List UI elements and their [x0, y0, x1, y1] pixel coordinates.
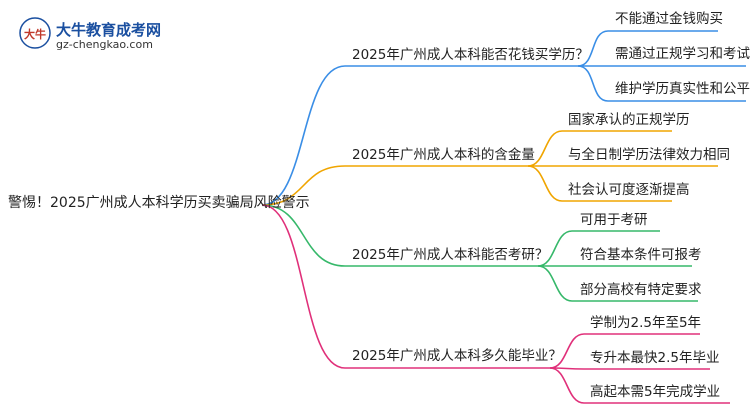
branch-2-leaf-1-connector — [527, 130, 672, 167]
branch-1-connector — [261, 65, 346, 206]
branch-4-leaf-1-connector — [549, 333, 700, 369]
branch-2-leaf-3-connector — [527, 165, 672, 202]
branch-3-topic: 2025年广州成人本科能否考研？ — [352, 247, 549, 263]
branch-4-leaf-3: 高起本需5年完成学业 — [590, 384, 721, 400]
branch-1-leaf-3: 维护学历真实性和公平性 — [615, 81, 750, 97]
branch-4-topic: 2025年广州成人本科多久能毕业？ — [352, 348, 562, 364]
logo-url: gz-chengkao.com — [56, 38, 153, 51]
branch-4-leaf-1: 学制为2.5年至5年 — [590, 315, 702, 331]
branch-3-leaf-3: 部分高校有特定要求 — [580, 282, 702, 298]
branch-2-leaf-1: 国家承认的正规学历 — [568, 112, 690, 128]
branch-1-leaf-1-connector — [577, 30, 718, 67]
branch-4-leaf-2-connector — [549, 367, 710, 370]
branch-3-leaf-1-connector — [537, 230, 660, 267]
branch-3-leaf-1: 可用于考研 — [580, 212, 648, 228]
branch-3-leaf-3-connector — [537, 265, 698, 302]
branch-2-connector — [261, 165, 346, 206]
branch-4-leaf-2: 专升本最快2.5年毕业 — [590, 350, 720, 366]
branch-3-leaf-2: 符合基本条件可报考 — [580, 247, 702, 263]
branch-1-topic: 2025年广州成人本科能否花钱买学历？ — [352, 47, 589, 63]
branch-3-connector — [261, 204, 346, 267]
branch-1-leaf-3-connector — [577, 65, 746, 102]
branch-4-leaf-3-connector — [549, 367, 730, 404]
logo-mark-text: 大牛 — [24, 27, 46, 41]
branch-1-leaf-2: 需通过正规学习和考试 — [615, 46, 750, 62]
root-topic: 警惕！2025广州成人本科学历买卖骗局风险警示 — [8, 195, 310, 211]
branch-2-topic: 2025年广州成人本科的含金量 — [352, 147, 535, 163]
branch-4-connector — [261, 204, 346, 369]
site-logo[interactable]: 大牛 大牛教育成考网 gz-chengkao.com — [18, 16, 218, 56]
branch-1-leaf-1: 不能通过金钱购买 — [615, 11, 723, 27]
branch-2-leaf-3: 社会认可度逐渐提高 — [568, 182, 690, 198]
branch-2-leaf-2: 与全日制学历法律效力相同 — [568, 147, 730, 163]
logo-mark-icon: 大牛 — [19, 17, 51, 49]
logo-title: 大牛教育成考网 — [56, 21, 162, 39]
